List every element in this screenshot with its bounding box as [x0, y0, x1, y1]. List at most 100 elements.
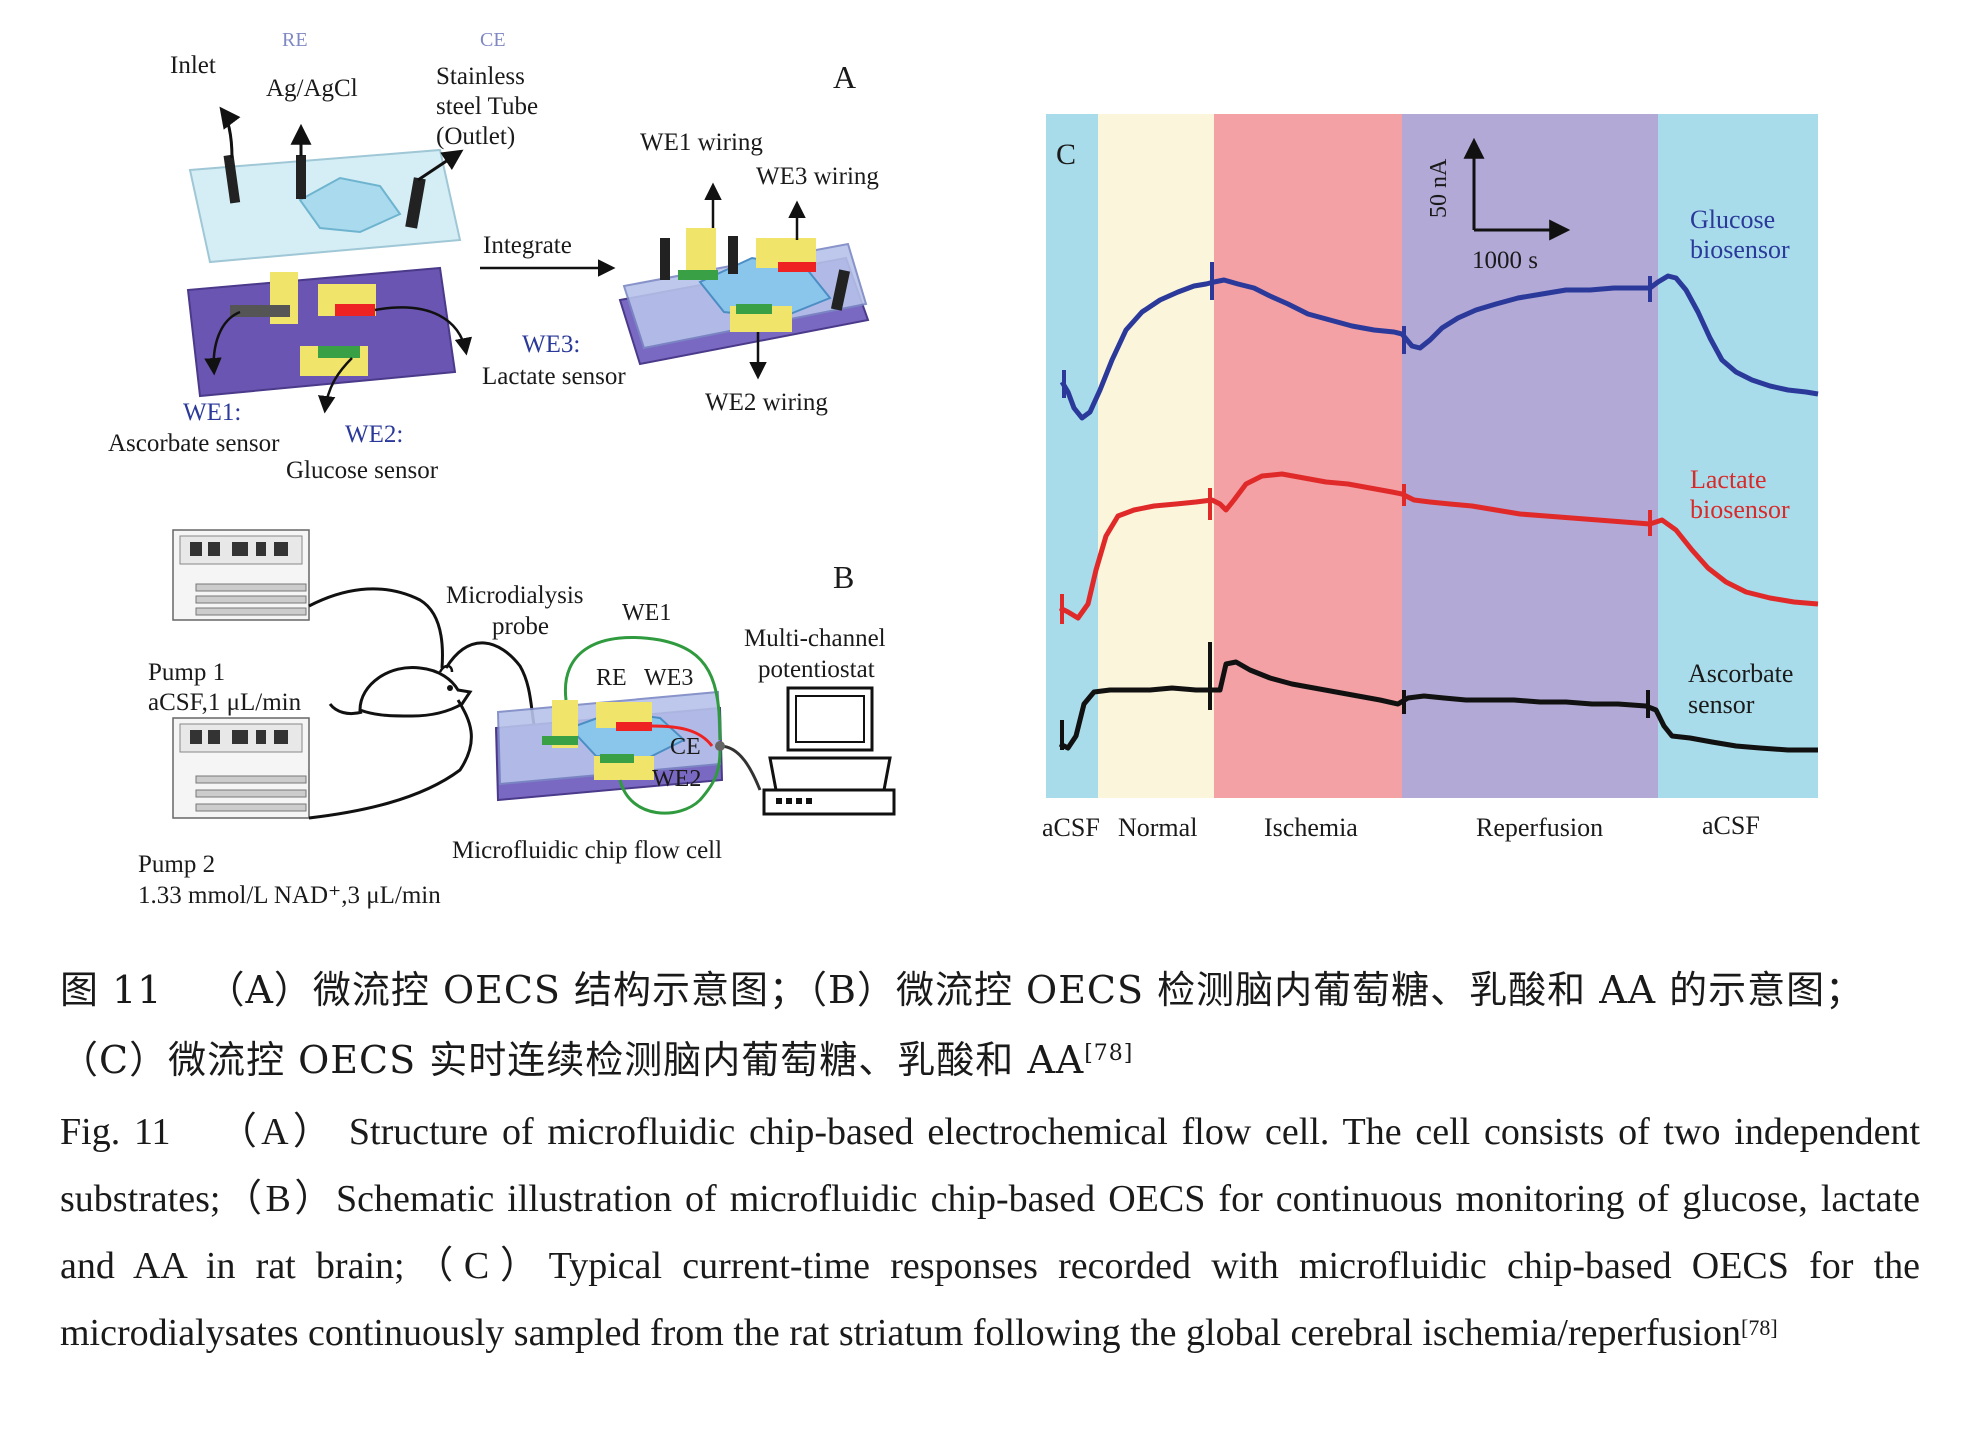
chip-tube-mid	[728, 236, 738, 274]
agagcl-label: Ag/AgCl	[266, 75, 358, 102]
chip-we1-green	[678, 270, 718, 280]
we3-wiring-label: WE3 wiring	[756, 163, 879, 190]
panel-b: B Pump 1 aCSF,1 μL/min Pump 2 1.33 mmol/…	[138, 529, 896, 909]
probe-label-2: probe	[492, 613, 549, 640]
flow-cell-green-2	[600, 754, 634, 763]
electrode-we1	[230, 305, 290, 317]
pump-1-name: Pump 1	[148, 659, 225, 686]
integrate-label: Integrate	[483, 232, 572, 259]
phase-reperfusion	[1402, 114, 1658, 798]
agagcl-tube	[296, 155, 306, 199]
phase-label-reperfusion: Reperfusion	[1476, 813, 1603, 842]
we3-red-wire	[651, 724, 714, 747]
phase-normal	[1098, 114, 1214, 798]
probe-label-1: Microdialysis	[446, 582, 584, 609]
b-we2-label: WE2	[652, 766, 701, 792]
electrode-substrate	[186, 266, 457, 398]
panel-c: C 50 nA 1000 s Glucose biosensor Lactate…	[1042, 114, 1819, 842]
tube-label-3: (Outlet)	[436, 123, 515, 150]
chip-we3-red	[778, 262, 816, 272]
we1-green-wire	[563, 636, 722, 741]
lactate-label-2: biosensor	[1690, 495, 1790, 524]
b-we1-label: WE1	[622, 600, 671, 626]
ascorbate-label-1: Ascorbate	[1688, 659, 1793, 688]
re-top-label: RE	[282, 29, 308, 51]
potentiostat-icon	[762, 686, 896, 816]
figure-11: A RE CE Inlet Ag/AgCl Stainless steel Tu…	[108, 29, 1819, 909]
caption-cn-ref: [78]	[1084, 1041, 1134, 1066]
caption-cn-label: 图 11	[60, 968, 163, 1012]
phase-ischemia	[1214, 114, 1402, 798]
flow-cell-green-1	[542, 736, 578, 745]
potentiostat-label-2: potentiostat	[758, 656, 875, 683]
scale-x-label: 1000 s	[1472, 247, 1538, 274]
electrode-we3	[335, 304, 375, 316]
b-we3-label: WE3	[644, 665, 693, 691]
phase-label-acsf-1: aCSF	[1042, 813, 1100, 842]
caption-cn-text: （A）微流控 OECS 结构示意图；（B）微流控 OECS 检测脑内葡萄糖、乳酸…	[60, 968, 1865, 1082]
we3-lead	[374, 306, 473, 356]
caption-chinese: 图 11（A）微流控 OECS 结构示意图；（B）微流控 OECS 检测脑内葡萄…	[60, 955, 1920, 1095]
panel-a: A RE CE Inlet Ag/AgCl Stainless steel Tu…	[108, 29, 879, 484]
cable-junction	[715, 741, 725, 751]
outlet-tube	[405, 177, 426, 229]
glucose-label-2: biosensor	[1690, 235, 1790, 264]
we2-label: WE2:	[345, 421, 403, 448]
panel-b-letter: B	[833, 559, 854, 595]
caption-en-text: （A） Structure of microfluidic chip-based…	[60, 1111, 1921, 1354]
phase-label-ischemia: Ischemia	[1264, 813, 1358, 842]
caption-english: Fig. 11（A） Structure of microfluidic chi…	[60, 1099, 1920, 1367]
potentiostat-label-1: Multi-channel	[744, 625, 886, 652]
panel-a-letter: A	[833, 59, 856, 95]
b-ce-label: CE	[670, 734, 701, 760]
pump-1-rate: aCSF,1 μL/min	[148, 689, 302, 716]
pump-1-tubing	[308, 587, 444, 669]
we1-desc: Ascorbate sensor	[108, 430, 280, 457]
b-re-label: RE	[596, 665, 627, 691]
chip-we2-green	[736, 304, 772, 314]
phase-label-acsf-2: aCSF	[1702, 811, 1760, 840]
electrode-we2	[318, 346, 360, 358]
figure-caption: 图 11（A）微流控 OECS 结构示意图；（B）微流控 OECS 检测脑内葡萄…	[60, 955, 1920, 1367]
ascorbate-trace	[1058, 659, 1818, 753]
pump-1-device	[172, 529, 310, 621]
we2-green-wire	[618, 749, 722, 815]
inlet-arrow	[219, 106, 241, 159]
glucose-label-1: Glucose	[1690, 205, 1775, 234]
we1-label: WE1:	[183, 399, 241, 426]
we2-lead	[317, 357, 353, 414]
rat-icon	[328, 664, 473, 718]
flow-cell-red	[616, 722, 652, 731]
pump-2-tubing	[308, 699, 473, 820]
lactate-trace	[1058, 471, 1819, 621]
inlet-label: Inlet	[170, 52, 216, 79]
we3-label: WE3:	[522, 331, 580, 358]
tube-label-2: steel Tube	[436, 93, 538, 120]
ascorbate-label-2: sensor	[1688, 690, 1755, 719]
tube-label-1: Stainless	[436, 63, 525, 90]
pump-2-device	[172, 717, 310, 819]
caption-en-ref: [78]	[1741, 1315, 1778, 1340]
chip-label: Microfluidic chip flow cell	[452, 837, 722, 864]
phase-label-normal: Normal	[1118, 813, 1197, 842]
inlet-tube	[223, 154, 241, 204]
phase-acsf-2	[1658, 114, 1818, 798]
caption-en-label: Fig. 11	[60, 1111, 171, 1153]
panel-c-letter: C	[1056, 138, 1076, 171]
we3-desc: Lactate sensor	[482, 363, 626, 390]
pump-2-name: Pump 2	[138, 851, 215, 878]
outlet-arrow	[417, 149, 464, 182]
we1-wiring-label: WE1 wiring	[640, 129, 763, 156]
we2-wiring-label: WE2 wiring	[705, 389, 828, 416]
chip-we1-pad	[686, 228, 716, 278]
scale-y-label: 50 nA	[1426, 158, 1452, 218]
lactate-label-1: Lactate	[1690, 465, 1767, 494]
glucose-trace	[1059, 273, 1819, 421]
pump-2-rate: 1.33 mmol/L NAD⁺,3 μL/min	[138, 882, 441, 909]
ce-top-label: CE	[480, 29, 506, 51]
chip-tube-left	[660, 238, 670, 280]
glass-channel	[298, 176, 402, 234]
chip-tube-right	[830, 269, 851, 311]
phase-acsf-1	[1046, 114, 1098, 798]
we1-lead	[204, 310, 241, 376]
